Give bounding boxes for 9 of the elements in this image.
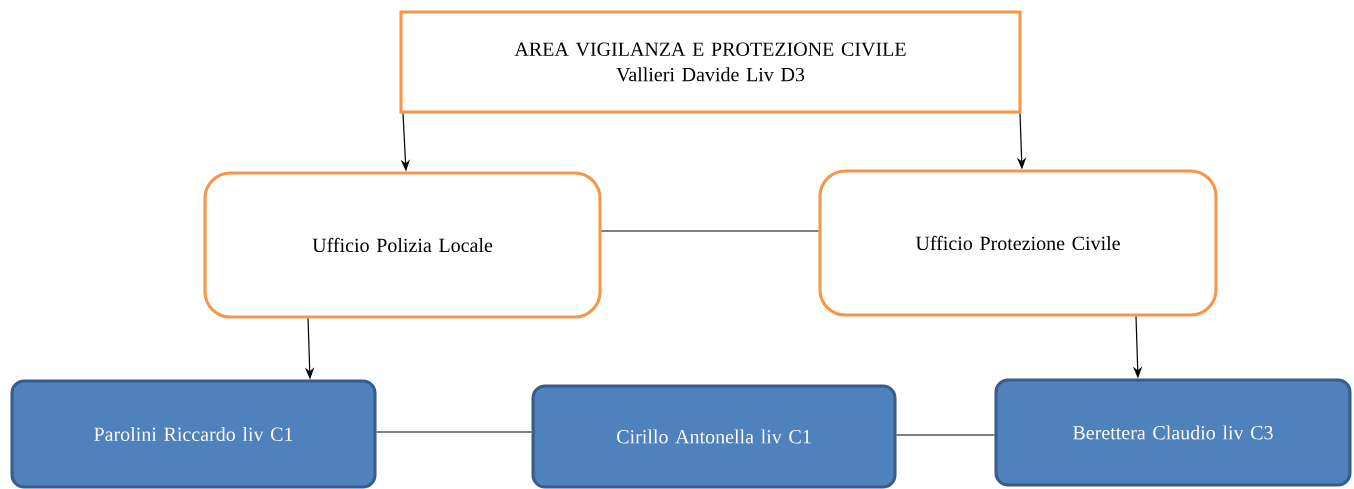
connector-line: [375, 431, 533, 433]
office-box: Ufficio Polizia Locale: [203, 171, 602, 319]
person-box: Cirillo Antonella liv C1: [531, 384, 897, 489]
person-box: Parolini Riccardo liv C1: [10, 379, 377, 489]
person-box: Berettera Claudio liv C3: [994, 378, 1352, 487]
area-box: AREA VIGILANZA E PROTEZIONE CIVILE Vallieri Davide Liv D3: [399, 10, 1022, 114]
connector-line: [600, 230, 820, 232]
connector-line: [895, 434, 996, 436]
office-box: Ufficio Protezione Civile: [818, 169, 1218, 317]
